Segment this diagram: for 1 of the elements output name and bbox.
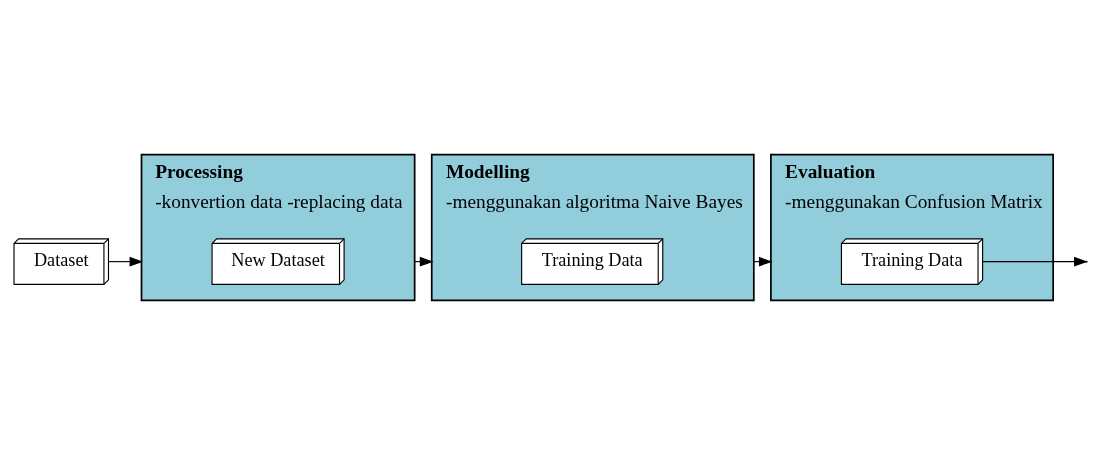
arrow: [108, 256, 144, 267]
